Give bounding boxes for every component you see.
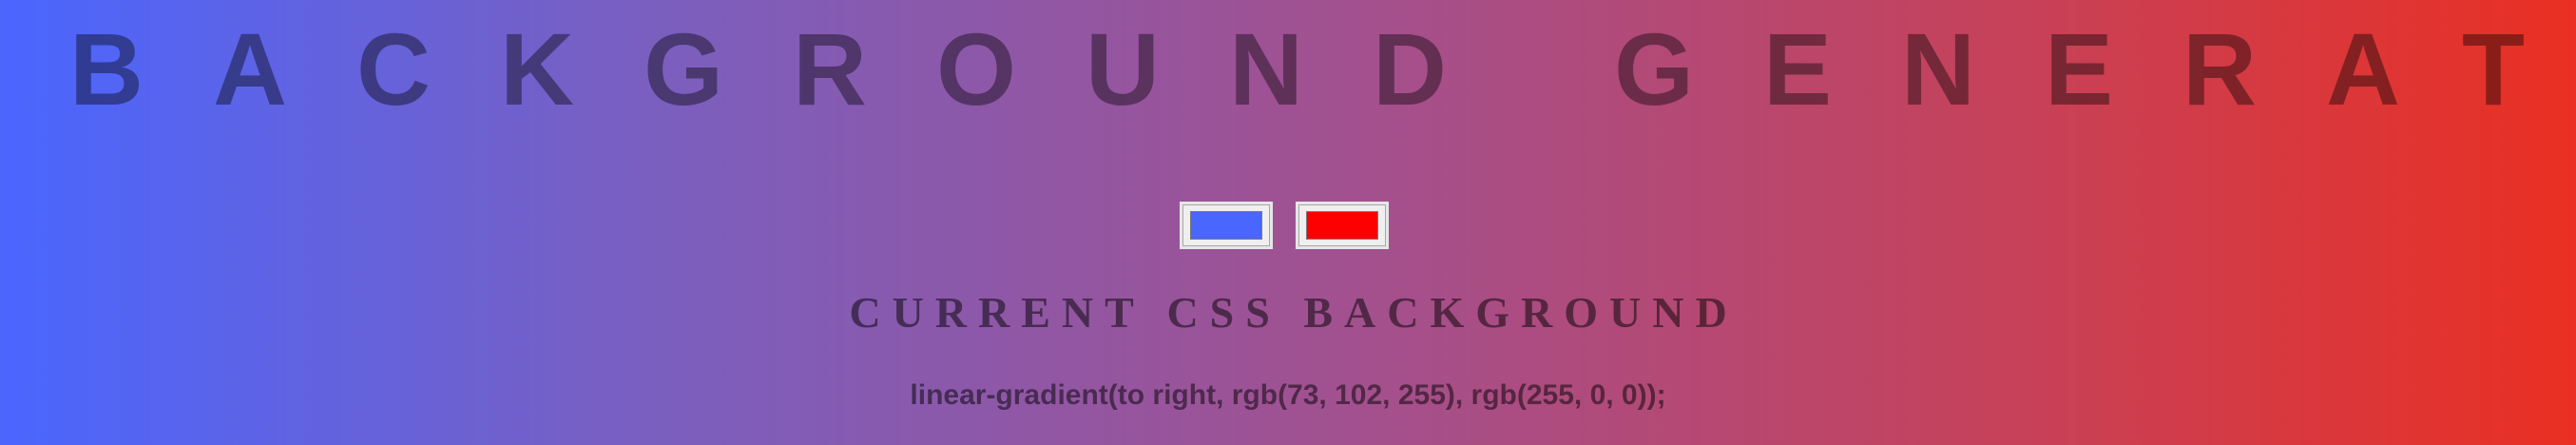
- page-title: BACKGROUND GENERATOR: [69, 11, 2576, 126]
- color-swatch-1: [1190, 211, 1262, 240]
- css-background-value: linear-gradient(to right, rgb(73, 102, 2…: [910, 379, 1666, 411]
- color-picker-1[interactable]: [1180, 202, 1273, 249]
- color-picker-2[interactable]: [1296, 202, 1389, 249]
- color-pickers: [1180, 202, 1389, 251]
- css-background-heading: CURRENT CSS BACKGROUND: [849, 288, 1739, 337]
- color-swatch-2: [1306, 211, 1378, 240]
